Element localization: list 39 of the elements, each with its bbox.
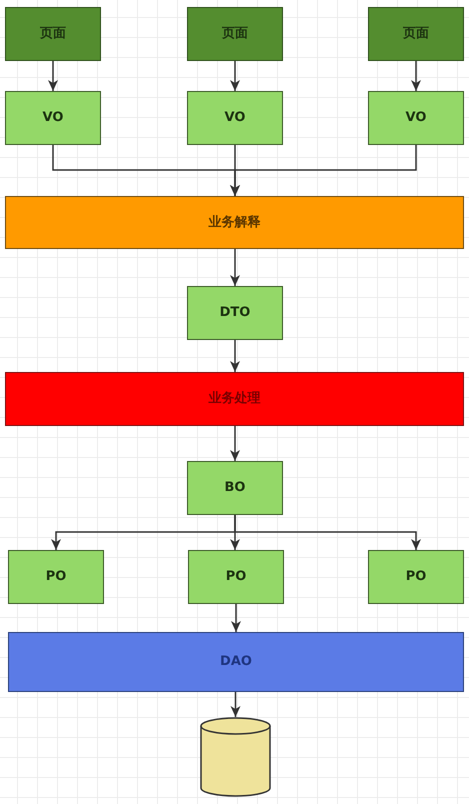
object-box (368, 91, 464, 145)
page-box (187, 7, 283, 61)
layer-band (5, 372, 464, 426)
node-label: VO (224, 110, 246, 126)
arrow (231, 604, 241, 632)
layer-band (8, 632, 464, 692)
arrow (411, 61, 421, 91)
node-label: 业务解释 (208, 214, 260, 230)
arrow (230, 249, 240, 286)
object-box (5, 91, 101, 145)
page-box (368, 7, 464, 61)
arrow (230, 145, 417, 196)
object-box (188, 550, 284, 604)
object-box (8, 550, 104, 604)
node-label: PO (226, 569, 246, 585)
object-box (368, 550, 464, 604)
node-label: VO (42, 110, 64, 126)
node-label: PO (406, 569, 426, 585)
arrow (234, 515, 421, 550)
node-label: 业务处理 (208, 391, 260, 407)
node-label: BO (224, 480, 246, 496)
layer-band (5, 196, 464, 249)
node-label: DAO (220, 654, 252, 670)
node-label: DTO (220, 305, 250, 321)
object-box (187, 91, 283, 145)
database-cylinder (200, 717, 271, 797)
node-label: 页面 (403, 26, 429, 42)
arrow (230, 692, 240, 717)
node-label: 页面 (222, 26, 248, 42)
arrow (48, 61, 58, 91)
object-box (187, 286, 283, 340)
arrow (230, 426, 240, 461)
arrow (230, 61, 240, 91)
arrow (230, 340, 240, 372)
page-box (5, 7, 101, 61)
node-label: 页面 (40, 26, 66, 42)
node-label: VO (406, 110, 426, 126)
node-label: PO (46, 569, 66, 585)
object-box (187, 461, 283, 515)
